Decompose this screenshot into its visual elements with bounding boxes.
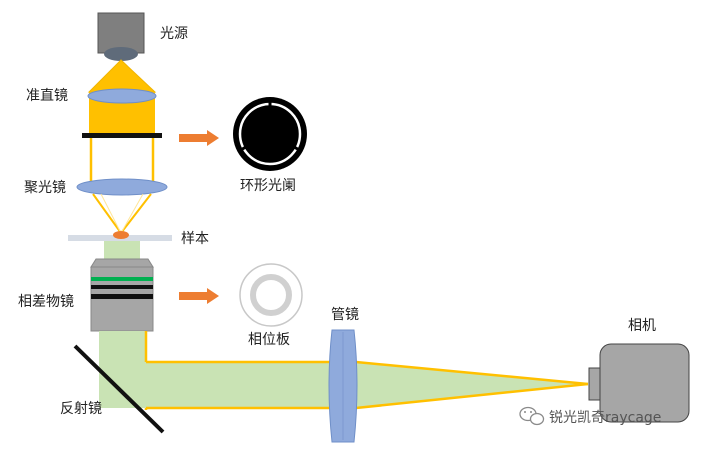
phase-ring-black-1	[91, 285, 153, 289]
mirror-label: 反射镜	[60, 401, 102, 417]
phase-objective	[90, 258, 154, 332]
tube-lens	[328, 329, 358, 443]
phase-plate-label: 相位板	[248, 332, 290, 348]
camera	[588, 343, 690, 423]
objective-top	[90, 258, 154, 268]
arrow-to-aperture	[179, 130, 219, 146]
camera-label: 相机	[628, 318, 656, 334]
collimator-label: 准直镜	[26, 87, 68, 104]
annular-aperture-icon	[233, 97, 307, 171]
light-source-housing	[97, 12, 145, 54]
watermark-text: 锐光凯奇raycage	[549, 409, 661, 426]
arrow-to-phase-plate	[179, 288, 219, 304]
light-source	[97, 12, 145, 61]
phase-plate-icon	[239, 263, 303, 327]
condenser-label: 聚光镜	[24, 180, 66, 196]
light-source-bulb	[104, 47, 138, 61]
focus-edge-right	[120, 193, 152, 234]
tube-lens-label: 管镜	[331, 307, 359, 323]
focus-inner-right	[120, 193, 144, 234]
phase-ring-green	[91, 277, 153, 281]
mirror	[73, 344, 165, 434]
watermark: 锐光凯奇raycage	[519, 406, 661, 426]
imaging-beam-horizontal	[99, 362, 329, 408]
annular-aperture-label: 环形光阑	[240, 178, 296, 194]
phase-ring-black-2	[91, 294, 153, 299]
converging-beam	[356, 362, 588, 408]
illumination-cone-upper	[87, 59, 157, 93]
focus-edge-left	[92, 193, 122, 234]
converging-edge-bottom	[355, 382, 589, 410]
sample-label: 样本	[181, 231, 209, 247]
condenser-lens	[76, 178, 168, 196]
converging-edge-top	[355, 360, 589, 386]
collimator-lens	[87, 88, 157, 104]
focus-inner-left	[100, 193, 122, 234]
phase-objective-label: 相差物镜	[18, 294, 74, 310]
objective-input-light	[104, 241, 140, 261]
annular-aperture-bar	[82, 133, 162, 138]
wechat-icon	[519, 406, 545, 426]
sample-spot	[113, 231, 129, 239]
light-source-label: 光源	[160, 26, 188, 42]
camera-body	[599, 343, 690, 423]
